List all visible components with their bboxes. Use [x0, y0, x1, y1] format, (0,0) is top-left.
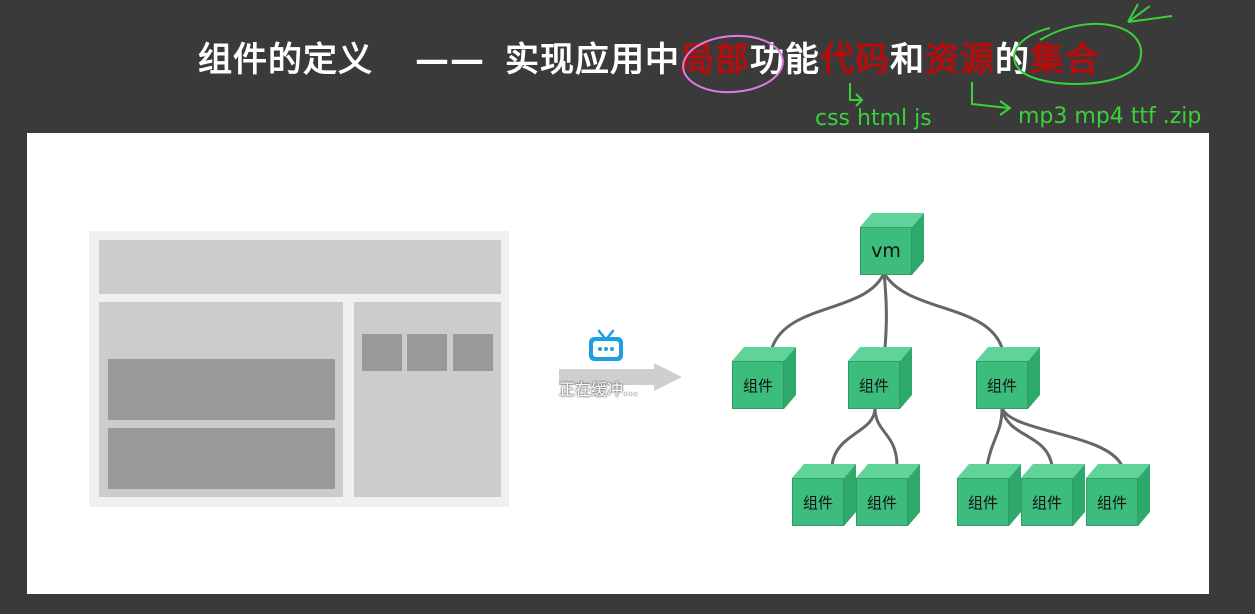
component-label: 组件	[1021, 478, 1073, 526]
mockup-content-block	[108, 359, 335, 420]
mockup-thumbnail	[453, 334, 493, 371]
component-node: 组件	[1021, 464, 1085, 526]
mockup-thumbnail	[407, 334, 447, 371]
component-label: 组件	[792, 478, 844, 526]
component-node: 组件	[792, 464, 856, 526]
title-highlight-resource: 资源	[925, 40, 995, 80]
component-label: 组件	[1086, 478, 1138, 526]
page-layout-mockup	[89, 231, 509, 507]
component-node: 组件	[732, 347, 796, 409]
code-annotation: css html js	[815, 106, 932, 131]
title-dash: ——	[415, 40, 485, 80]
buffering-label: 正在缓冲...	[559, 380, 639, 399]
mockup-content-block	[108, 428, 335, 489]
title-highlight-local: 局部	[680, 40, 750, 80]
resource-annotation: mp3 mp4 ttf .zip	[1018, 104, 1202, 129]
component-label: 组件	[957, 478, 1009, 526]
title-part-3: 和	[890, 40, 925, 80]
title-part-4: 的	[995, 40, 1030, 80]
title-highlight-code: 代码	[820, 40, 890, 80]
green-arrow-mark	[1127, 3, 1173, 23]
slide-title: 组件的定义 —— 实现应用中局部功能代码和资源的集合	[198, 38, 1100, 82]
component-node: 组件	[976, 347, 1040, 409]
mockup-header	[99, 240, 501, 294]
mockup-thumbnail	[362, 334, 402, 371]
title-part-1: 实现应用中	[505, 40, 680, 80]
title-term: 组件的定义	[198, 40, 373, 80]
component-label: 组件	[732, 361, 784, 409]
title-highlight-collection: 集合	[1030, 40, 1100, 80]
component-label: 组件	[976, 361, 1028, 409]
tree-links	[770, 272, 1124, 467]
diagram-connectors	[559, 272, 1124, 467]
resource-arrow-mark	[971, 82, 1012, 116]
component-label: 组件	[856, 478, 908, 526]
vm-root-node: vm	[860, 213, 924, 275]
title-part-2: 功能	[750, 40, 820, 80]
component-node: 组件	[848, 347, 912, 409]
component-node: 组件	[957, 464, 1021, 526]
component-node: 组件	[1086, 464, 1150, 526]
component-label: 组件	[848, 361, 900, 409]
component-node: 组件	[856, 464, 920, 526]
slide-content: 正在缓冲... vm 组件 组件 组件 组件 组件 组件 组件	[27, 133, 1209, 594]
root-label: vm	[860, 227, 912, 275]
tv-icon	[587, 329, 625, 367]
code-arrow-mark	[849, 83, 864, 107]
transform-arrow	[559, 363, 682, 391]
